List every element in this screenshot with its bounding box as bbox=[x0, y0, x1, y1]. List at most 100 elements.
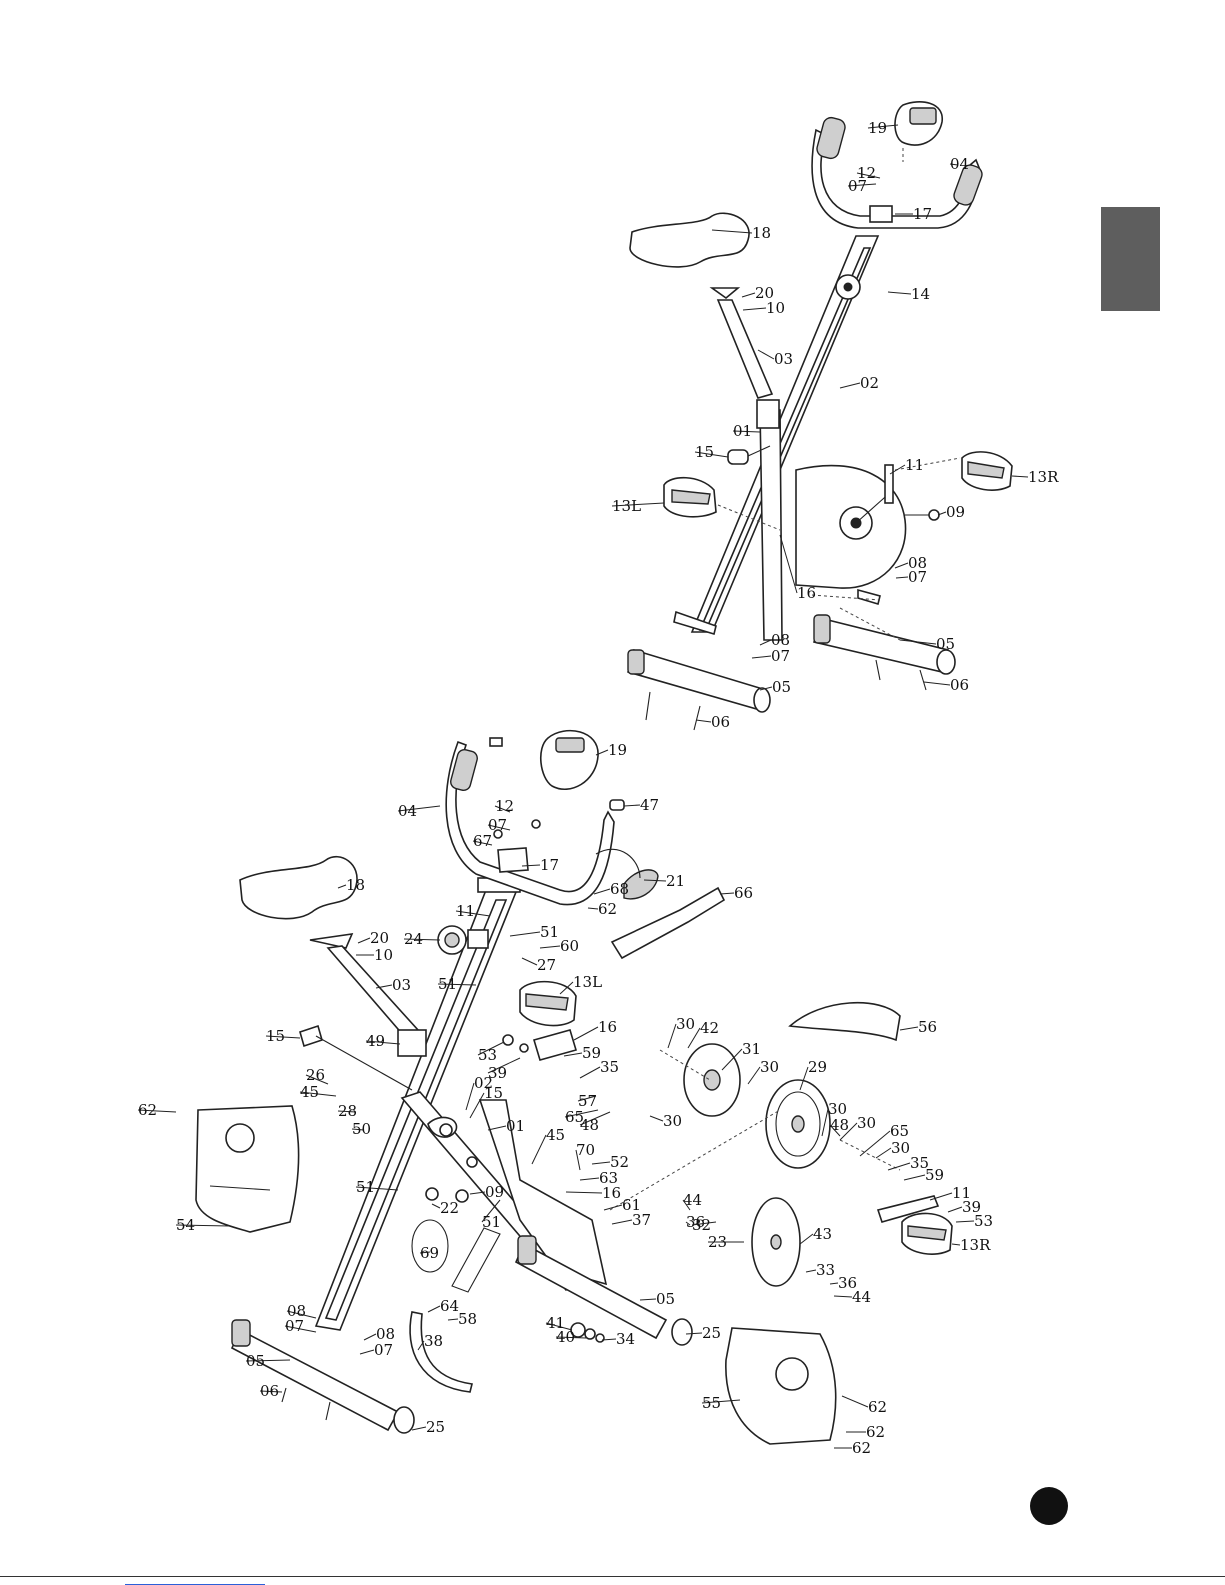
part-number-label: 30 bbox=[676, 1015, 695, 1033]
leader-line bbox=[742, 307, 767, 311]
leader-line bbox=[579, 1066, 601, 1079]
part-number-label: 30 bbox=[828, 1100, 847, 1118]
part-number-label: 30 bbox=[891, 1139, 910, 1157]
part-number-label: 03 bbox=[774, 350, 793, 368]
part-number-label: 54 bbox=[176, 1216, 195, 1234]
leader-line bbox=[903, 1174, 926, 1181]
part-number-label: 04 bbox=[950, 155, 969, 173]
part-number-label: 07 bbox=[771, 647, 790, 665]
leader-line bbox=[859, 1130, 891, 1157]
part-number-label: 55 bbox=[702, 1394, 721, 1412]
part-number-label: 32 bbox=[692, 1216, 711, 1234]
leader-line bbox=[867, 124, 899, 129]
leader-line bbox=[351, 1128, 365, 1131]
leader-line bbox=[887, 291, 912, 295]
leader-line bbox=[667, 1023, 677, 1049]
leader-line bbox=[711, 229, 753, 234]
leader-line bbox=[577, 1095, 597, 1102]
part-number-label: 45 bbox=[546, 1126, 565, 1144]
rear-frame-upright bbox=[759, 409, 783, 641]
part-number-label: 53 bbox=[974, 1212, 993, 1230]
leader-line bbox=[741, 292, 756, 298]
part-number-label: 47 bbox=[640, 796, 659, 814]
leader-line bbox=[691, 1221, 717, 1226]
part-number-label: 62 bbox=[868, 1398, 887, 1416]
leader-line bbox=[701, 1399, 741, 1404]
part-number-label: 51 bbox=[540, 923, 559, 941]
cover-56 bbox=[788, 1001, 901, 1042]
leader-line bbox=[821, 1108, 829, 1137]
leader-line bbox=[531, 1134, 547, 1165]
assembled-part-labels: 190412071718142010030201151113R0913L0807… bbox=[611, 119, 1059, 731]
leader-line bbox=[555, 1336, 587, 1339]
section-tab bbox=[1101, 207, 1160, 311]
leader-line bbox=[779, 534, 798, 594]
part-number-label: 13R bbox=[1028, 468, 1059, 486]
part-number-label: 14 bbox=[911, 285, 930, 303]
leader-line bbox=[564, 1109, 599, 1118]
leader-line bbox=[895, 576, 909, 579]
part-number-label: 49 bbox=[366, 1032, 385, 1050]
leader-line bbox=[494, 805, 511, 813]
leader-line bbox=[829, 1282, 839, 1285]
part-number-label: 44 bbox=[683, 1191, 702, 1209]
leader-line bbox=[593, 888, 611, 895]
leader-line bbox=[419, 1251, 431, 1254]
part-number-label: 22 bbox=[440, 1199, 459, 1217]
leader-line bbox=[894, 562, 909, 569]
part-number-label: 08 bbox=[376, 1325, 395, 1343]
part-number-label: 20 bbox=[370, 929, 389, 947]
leader-line bbox=[937, 511, 947, 516]
leader-line bbox=[899, 1026, 919, 1031]
leader-line bbox=[611, 1219, 633, 1225]
part-number-label: 18 bbox=[346, 876, 365, 894]
leader-line bbox=[539, 945, 561, 949]
part-number-label: 23 bbox=[708, 1233, 727, 1251]
part-number-label: 05 bbox=[936, 635, 955, 653]
leader-line bbox=[694, 451, 729, 458]
part-number-label: 15 bbox=[484, 1084, 503, 1102]
leader-line bbox=[949, 163, 959, 166]
part-number-label: 61 bbox=[622, 1196, 641, 1214]
leader-line bbox=[563, 1052, 583, 1057]
part-number-label: 04 bbox=[398, 802, 417, 820]
part-number-label: 37 bbox=[632, 1211, 651, 1229]
part-number-label: 07 bbox=[848, 177, 867, 195]
leader-line bbox=[682, 1199, 691, 1211]
seat-post bbox=[716, 299, 774, 399]
part-number-label: 62 bbox=[598, 900, 617, 918]
leader-line bbox=[875, 1147, 892, 1159]
sleeve-49 bbox=[397, 1029, 427, 1057]
leader-line bbox=[747, 1066, 761, 1085]
leader-line bbox=[579, 1177, 600, 1181]
leader-line bbox=[465, 1082, 475, 1111]
leader-line bbox=[431, 1203, 441, 1209]
part-number-label: 06 bbox=[950, 676, 969, 694]
leader-line bbox=[365, 1040, 401, 1045]
leader-line bbox=[286, 1310, 317, 1319]
seat-exploded bbox=[239, 855, 358, 920]
leader-line bbox=[573, 1026, 599, 1041]
part-number-label: 15 bbox=[266, 1027, 285, 1045]
part-number-label: 59 bbox=[582, 1044, 601, 1062]
leader-line bbox=[799, 1233, 814, 1245]
part-number-label: 20 bbox=[755, 284, 774, 302]
leader-line bbox=[437, 983, 477, 986]
part-number-label: 62 bbox=[852, 1439, 871, 1457]
leader-line bbox=[359, 1349, 375, 1355]
leader-line bbox=[403, 938, 441, 941]
frame-bracket bbox=[478, 1099, 608, 1286]
rear-stabilizer bbox=[813, 617, 949, 673]
leader-line bbox=[357, 937, 371, 944]
part-number-label: 38 bbox=[424, 1332, 443, 1350]
leader-line bbox=[521, 957, 538, 966]
part-number-label: 24 bbox=[404, 930, 423, 948]
part-number-label: 30 bbox=[663, 1112, 682, 1130]
part-number-label: 70 bbox=[576, 1141, 595, 1159]
leader-line bbox=[521, 864, 541, 867]
leader-line bbox=[721, 1048, 743, 1071]
leader-line bbox=[591, 1161, 611, 1165]
part-number-label: 30 bbox=[760, 1058, 779, 1076]
part-number-label: 16 bbox=[602, 1184, 621, 1202]
part-number-label: 02 bbox=[860, 374, 879, 392]
